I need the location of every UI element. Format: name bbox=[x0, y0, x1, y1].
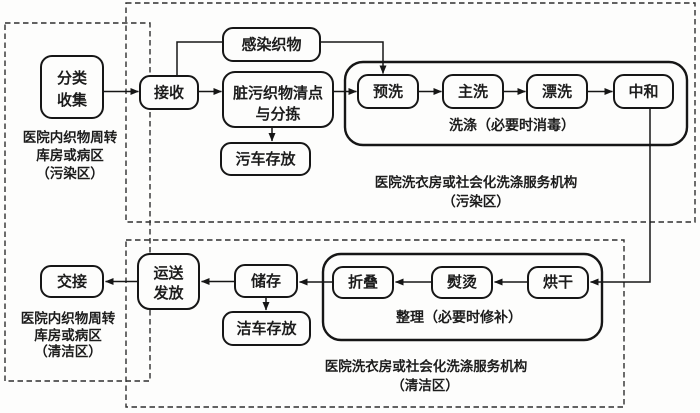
node-dispatch-label-line2: 发放 bbox=[152, 284, 184, 302]
node-dry bbox=[527, 266, 589, 299]
node-dispatch bbox=[137, 253, 200, 310]
node-main-wash-label: 主洗 bbox=[458, 83, 488, 101]
node-receive bbox=[139, 75, 199, 110]
zone-dirty-facility-label-line1: 医院洗衣房或社会化洗涤服务机构 bbox=[375, 174, 578, 190]
node-sort-label-line2: 与分拣 bbox=[255, 105, 300, 123]
zone-left-top-label-line1: 医院内织物周转 bbox=[23, 129, 118, 145]
node-handover bbox=[40, 265, 104, 298]
node-dirty-cart bbox=[220, 142, 311, 176]
group-wash-stages bbox=[343, 60, 689, 147]
node-store bbox=[234, 264, 298, 298]
node-sort-label-line1: 脏污织物清点 bbox=[233, 84, 323, 102]
node-rinse-label: 漂洗 bbox=[542, 83, 572, 101]
node-iron bbox=[431, 266, 493, 299]
node-dispatch-label-line1: 运送 bbox=[153, 264, 184, 282]
node-clean-cart bbox=[222, 311, 311, 346]
node-neutralize-label: 中和 bbox=[628, 83, 658, 101]
group-wash-label: 洗涤（必要时消毒） bbox=[449, 117, 575, 134]
zone-hospital-turnover-box bbox=[4, 22, 151, 382]
node-collect-label-line2: 收集 bbox=[57, 91, 88, 109]
group-finish-label: 整理（必要时修补） bbox=[395, 309, 522, 326]
node-fold-label: 折叠 bbox=[348, 273, 378, 291]
node-clean-cart-label: 洁车存放 bbox=[236, 320, 297, 338]
zone-left-bottom-label-line3: （清洁区） bbox=[34, 343, 102, 359]
line-receive-to-infected bbox=[176, 41, 223, 76]
zone-clean-facility-label-line1: 医院洗衣房或社会化洗涤服务机构 bbox=[325, 358, 528, 374]
node-collect bbox=[40, 55, 104, 119]
node-rinse bbox=[526, 74, 588, 109]
node-receive-label: 接收 bbox=[154, 84, 184, 102]
node-dirty-cart-label: 污车存放 bbox=[235, 150, 296, 168]
zone-left-top-label-line2: 库房或病区 bbox=[36, 147, 104, 163]
zone-dirty-facility-box bbox=[125, 2, 696, 223]
node-dry-label: 烘干 bbox=[543, 274, 573, 291]
node-infected bbox=[222, 27, 321, 62]
zone-clean-facility-box bbox=[125, 239, 625, 408]
zone-left-top-label-line3: （污染区） bbox=[36, 165, 104, 181]
zone-clean-facility-label-line2: （清洁区） bbox=[391, 377, 459, 393]
node-fold bbox=[332, 266, 394, 299]
node-neutralize bbox=[613, 74, 674, 109]
node-prewash bbox=[357, 74, 419, 109]
arrow-neutralize-to-dry bbox=[590, 108, 651, 286]
zone-left-bottom-label-line1: 医院内织物周转 bbox=[21, 310, 116, 326]
arrow-infected-to-prewash bbox=[320, 41, 387, 74]
node-collect-label-line1: 分类 bbox=[57, 69, 88, 87]
node-infected-label: 感染织物 bbox=[241, 36, 301, 54]
node-sort bbox=[222, 71, 334, 128]
zone-left-bottom-label-line2: 库房或病区 bbox=[34, 327, 102, 343]
node-handover-label: 交接 bbox=[57, 273, 87, 291]
group-finish-stages bbox=[321, 252, 604, 342]
zone-dirty-facility-label-line2: （污染区） bbox=[442, 193, 510, 209]
node-prewash-label: 预洗 bbox=[373, 83, 403, 101]
node-main-wash bbox=[442, 74, 504, 109]
node-store-label: 储存 bbox=[251, 272, 281, 290]
node-iron-label: 熨烫 bbox=[447, 273, 478, 291]
